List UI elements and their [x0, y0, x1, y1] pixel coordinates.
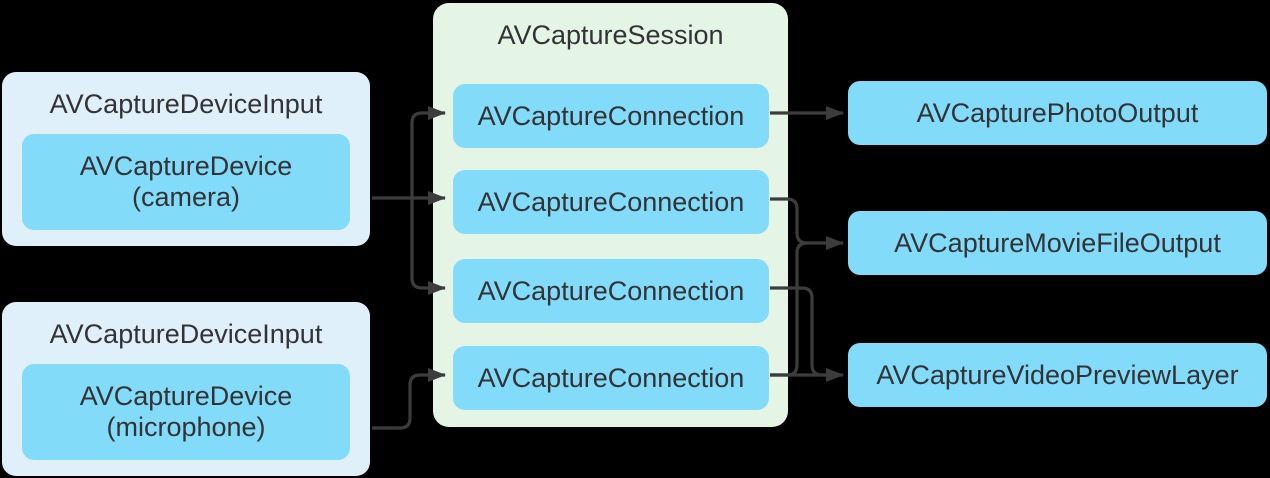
device-qualifier: (camera)	[131, 182, 240, 212]
device-label: AVCaptureDevice	[79, 151, 293, 181]
capture-device-camera-box: AVCaptureDevice (camera)	[22, 134, 350, 230]
device-label: AVCaptureDevice	[79, 381, 293, 411]
connection-3-box: AVCaptureConnection	[453, 259, 769, 323]
capture-session-box: AVCaptureSession AVCaptureConnection AVC…	[433, 3, 788, 427]
capture-device-microphone-box: AVCaptureDevice (microphone)	[22, 364, 350, 460]
capture-session-title: AVCaptureSession	[497, 20, 724, 50]
photo-output-box: AVCapturePhotoOutput	[848, 81, 1267, 145]
device-input-title: AVCaptureDeviceInput	[49, 319, 323, 349]
device-qualifier: (microphone)	[106, 412, 266, 442]
video-preview-layer-box: AVCaptureVideoPreviewLayer	[848, 343, 1267, 407]
device-input-microphone-box: AVCaptureDeviceInput AVCaptureDevice (mi…	[2, 302, 370, 476]
connection-1-box: AVCaptureConnection	[453, 84, 769, 148]
device-input-camera-box: AVCaptureDeviceInput AVCaptureDevice (ca…	[2, 72, 370, 246]
connection-4-box: AVCaptureConnection	[453, 346, 769, 410]
movie-file-output-box: AVCaptureMovieFileOutput	[848, 211, 1267, 275]
connection-2-box: AVCaptureConnection	[453, 170, 769, 234]
device-input-title: AVCaptureDeviceInput	[49, 89, 323, 119]
